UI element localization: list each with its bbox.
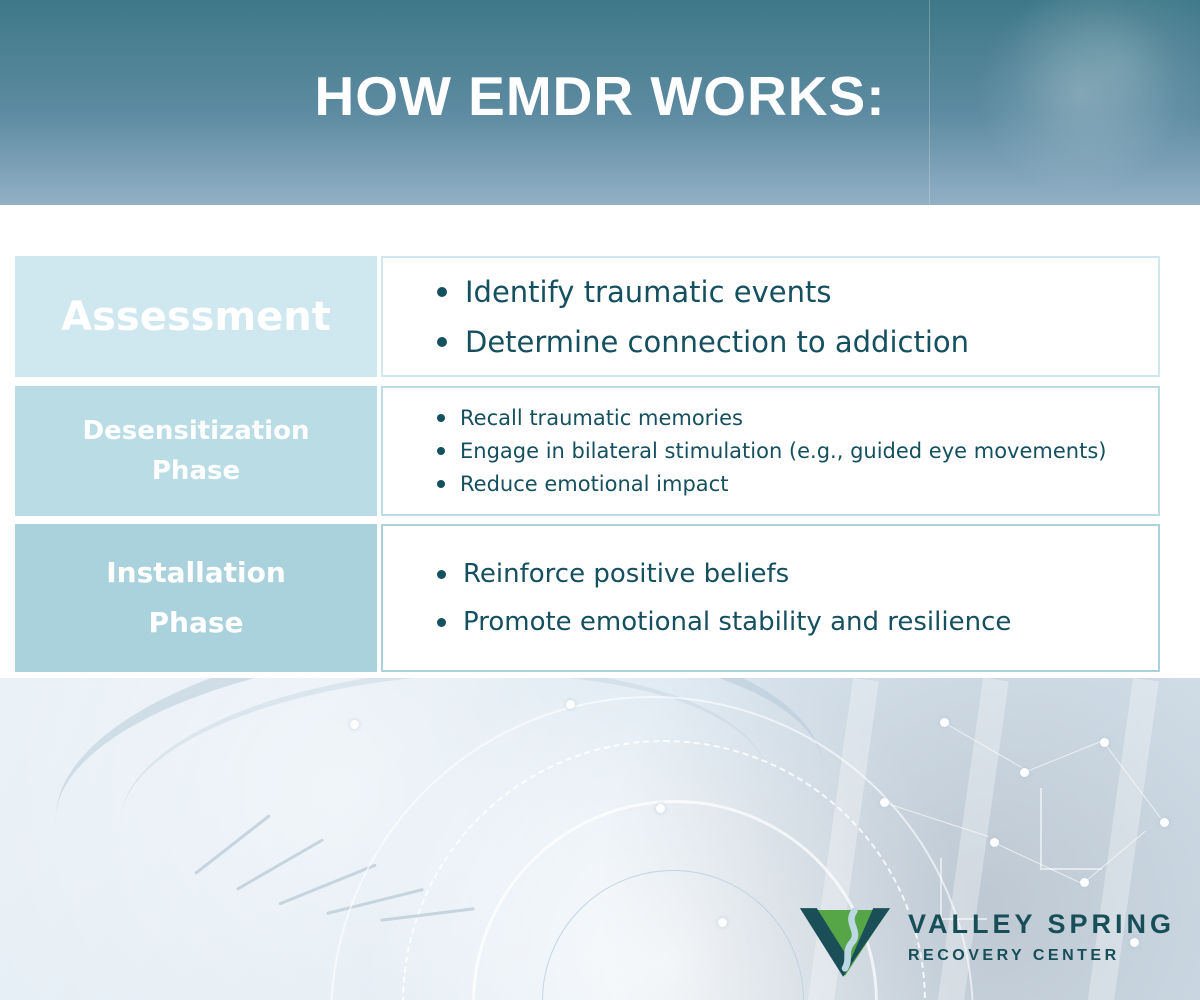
- network-node-decoration: [990, 838, 999, 847]
- network-node-decoration: [940, 718, 949, 727]
- emdr-phase-table: Assessment Identify traumatic events Det…: [15, 256, 1160, 672]
- circuit-trace-decoration: [1040, 788, 1102, 870]
- circuit-trace-decoration: [940, 858, 987, 920]
- bullet-text: Promote emotional stability and resilien…: [463, 607, 1012, 637]
- logo-text-block: VALLEY SPRING RECOVERY CENTER: [908, 903, 1175, 965]
- network-node-decoration: [1100, 738, 1109, 747]
- network-node-decoration: [1080, 878, 1089, 887]
- bullet-text: Determine connection to addiction: [465, 324, 970, 359]
- details-cell-desensitization: Recall traumatic memories Engage in bila…: [381, 386, 1160, 516]
- bullet-text: Reinforce positive beliefs: [463, 559, 790, 589]
- details-cell-assessment: Identify traumatic events Determine conn…: [381, 256, 1160, 377]
- network-node-decoration: [1020, 768, 1029, 777]
- brand-name: VALLEY SPRING: [908, 909, 1176, 939]
- list-item: Promote emotional stability and resilien…: [437, 607, 1158, 637]
- phase-label: Installation Phase: [106, 555, 286, 639]
- list-item: Identify traumatic events: [437, 275, 1158, 309]
- bullet-text: Recall traumatic memories: [460, 406, 743, 430]
- bullet-dot-icon: [437, 286, 447, 297]
- bullet-dot-icon: [437, 569, 446, 579]
- network-node-decoration: [656, 804, 665, 813]
- network-node-decoration: [1160, 818, 1169, 827]
- list-item: Recall traumatic memories: [437, 406, 1158, 430]
- header-eye-image-overlay: [929, 0, 1200, 205]
- bullet-dot-icon: [437, 617, 446, 627]
- network-node-decoration: [718, 918, 727, 927]
- header-banner: HOW EMDR WORKS:: [0, 0, 1200, 205]
- bullet-text: Identify traumatic events: [465, 274, 832, 309]
- phase-cell-installation: Installation Phase: [15, 524, 377, 672]
- phase-cell-desensitization: Desensitization Phase: [15, 386, 377, 516]
- list-item: Determine connection to addiction: [437, 325, 1158, 359]
- footer-eye-image-band: VALLEY SPRING RECOVERY CENTER: [0, 678, 1200, 1000]
- valley-spring-triangle-river-icon: [799, 907, 891, 977]
- bullet-dot-icon: [437, 447, 445, 455]
- bullet-text: Engage in bilateral stimulation (e.g., g…: [460, 439, 1107, 463]
- page-title: HOW EMDR WORKS:: [314, 65, 886, 127]
- phase-cell-assessment: Assessment: [15, 256, 377, 377]
- phase-label: Desensitization Phase: [82, 415, 310, 486]
- network-node-decoration: [350, 720, 359, 729]
- bullet-text: Reduce emotional impact: [460, 472, 729, 496]
- network-node-decoration: [1130, 938, 1139, 947]
- list-item: Engage in bilateral stimulation (e.g., g…: [437, 439, 1158, 463]
- table-row-desensitization: Desensitization Phase Recall traumatic m…: [15, 386, 1160, 516]
- list-item: Reinforce positive beliefs: [437, 559, 1158, 589]
- bullet-dot-icon: [437, 480, 445, 488]
- valley-spring-logo: VALLEY SPRING RECOVERY CENTER: [798, 903, 1175, 981]
- table-row-assessment: Assessment Identify traumatic events Det…: [15, 256, 1160, 377]
- network-node-decoration: [880, 798, 889, 807]
- list-item: Reduce emotional impact: [437, 472, 1158, 496]
- phase-label: Assessment: [61, 293, 331, 340]
- table-row-installation: Installation Phase Reinforce positive be…: [15, 524, 1160, 672]
- network-line-decoration: [1024, 740, 1104, 773]
- bullet-dot-icon: [437, 336, 447, 347]
- details-cell-installation: Reinforce positive beliefs Promote emoti…: [381, 524, 1160, 672]
- network-node-decoration: [566, 700, 575, 709]
- brand-subtitle: RECOVERY CENTER: [908, 947, 1120, 964]
- bullet-dot-icon: [437, 414, 445, 422]
